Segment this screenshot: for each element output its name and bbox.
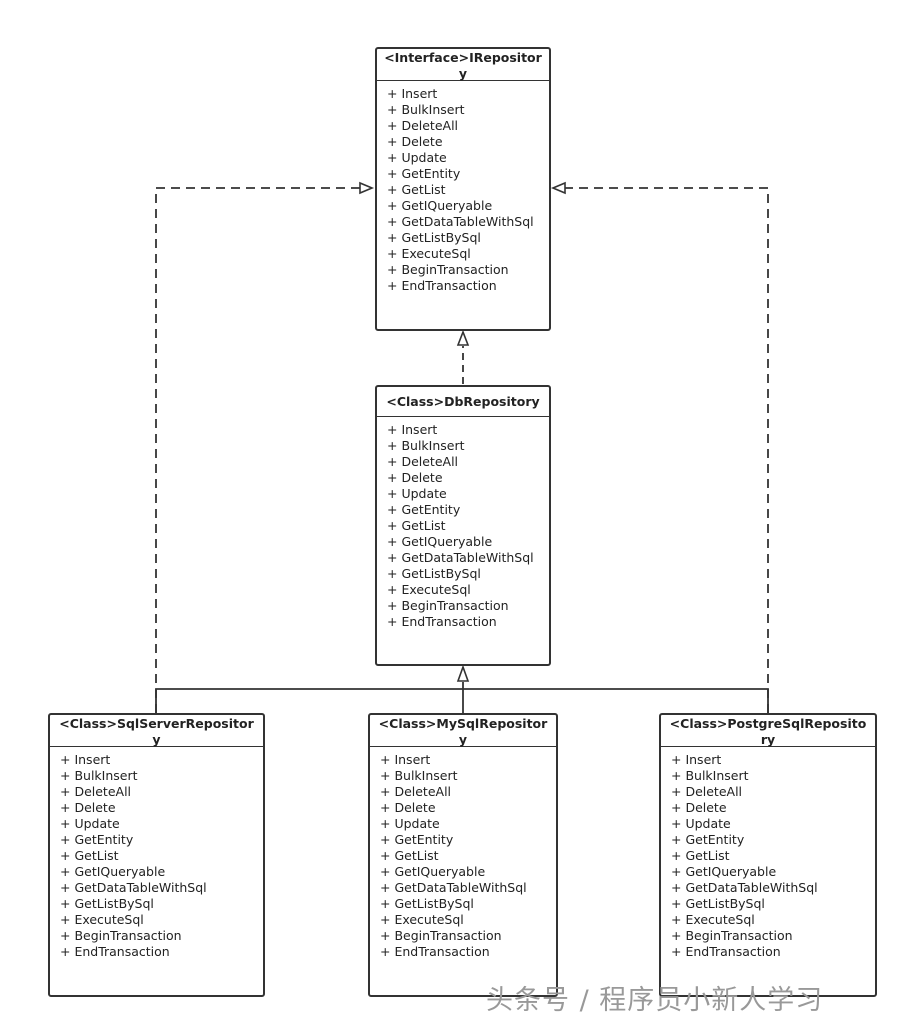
member-item: + ExecuteSql xyxy=(380,912,464,927)
member-item: + GetListBySql xyxy=(387,566,481,581)
class-title: <Class>DbRepository xyxy=(377,387,549,417)
watermark: 头条号 / 程序员小新人学习 xyxy=(486,985,824,1016)
member-item: + GetIQueryable xyxy=(380,864,486,879)
member-item: + EndTransaction xyxy=(60,944,170,959)
member-list: + Insert + BulkInsert + DeleteAll + Dele… xyxy=(661,747,875,960)
member-item: + GetDataTableWithSql xyxy=(387,550,534,565)
class-box-dbrepository: <Class>DbRepository + Insert + BulkInser… xyxy=(375,385,551,666)
member-item: + GetListBySql xyxy=(380,896,474,911)
member-item: + Insert xyxy=(387,422,438,437)
inheritance-arrowhead xyxy=(456,664,470,682)
member-item: + Delete xyxy=(387,470,443,485)
member-item: + Delete xyxy=(671,800,727,815)
member-item: + DeleteAll xyxy=(387,118,459,133)
member-item: + Insert xyxy=(60,752,111,767)
member-item: + GetEntity xyxy=(387,166,461,181)
member-item: + Insert xyxy=(671,752,722,767)
member-item: + DeleteAll xyxy=(671,784,743,799)
class-title: <Interface>IRepository xyxy=(377,49,549,81)
member-item: + DeleteAll xyxy=(387,454,459,469)
class-box-postgresqlrepository: <Class>PostgreSqlRepository + Insert + B… xyxy=(659,713,877,997)
member-item: + GetIQueryable xyxy=(387,198,493,213)
member-item: + Insert xyxy=(380,752,431,767)
member-item: + BeginTransaction xyxy=(387,598,509,613)
member-item: + BeginTransaction xyxy=(387,262,509,277)
member-item: + EndTransaction xyxy=(380,944,490,959)
member-item: + BeginTransaction xyxy=(380,928,502,943)
member-item: + EndTransaction xyxy=(387,278,497,293)
member-item: + Update xyxy=(387,150,447,165)
member-item: + GetListBySql xyxy=(387,230,481,245)
member-item: + Update xyxy=(380,816,440,831)
realization-line-postgresql xyxy=(565,187,769,713)
member-item: + Update xyxy=(671,816,731,831)
interface-box-irepository: <Interface>IRepository + Insert + BulkIn… xyxy=(375,47,551,331)
class-title: <Class>SqlServerRepository xyxy=(50,715,263,747)
member-item: + Update xyxy=(387,486,447,501)
member-item: + BeginTransaction xyxy=(60,928,182,943)
member-item: + BulkInsert xyxy=(380,768,458,783)
realization-arrowhead-left xyxy=(359,181,375,195)
member-item: + GetEntity xyxy=(671,832,745,847)
member-item: + GetIQueryable xyxy=(387,534,493,549)
member-item: + ExecuteSql xyxy=(671,912,755,927)
member-item: + Delete xyxy=(387,134,443,149)
inheritance-line-bus xyxy=(155,688,769,713)
member-item: + GetDataTableWithSql xyxy=(671,880,818,895)
member-item: + EndTransaction xyxy=(671,944,781,959)
member-item: + GetDataTableWithSql xyxy=(387,214,534,229)
member-item: + DeleteAll xyxy=(380,784,452,799)
member-item: + GetListBySql xyxy=(60,896,154,911)
member-item: + Update xyxy=(60,816,120,831)
class-title: <Class>PostgreSqlRepository xyxy=(661,715,875,747)
member-item: + ExecuteSql xyxy=(60,912,144,927)
member-item: + GetEntity xyxy=(60,832,134,847)
member-item: + BulkInsert xyxy=(60,768,138,783)
member-item: + GetList xyxy=(60,848,119,863)
member-item: + ExecuteSql xyxy=(387,582,471,597)
realization-arrowhead-center xyxy=(456,329,470,346)
member-item: + EndTransaction xyxy=(387,614,497,629)
member-item: + BulkInsert xyxy=(387,102,465,117)
member-item: + GetList xyxy=(387,518,446,533)
member-item: + BulkInsert xyxy=(671,768,749,783)
member-list: + Insert + BulkInsert + DeleteAll + Dele… xyxy=(377,417,549,630)
member-item: + GetList xyxy=(387,182,446,197)
class-title: <Class>MySqlRepository xyxy=(370,715,556,747)
member-item: + Insert xyxy=(387,86,438,101)
class-box-sqlserverrepository: <Class>SqlServerRepository + Insert + Bu… xyxy=(48,713,265,997)
member-item: + GetDataTableWithSql xyxy=(60,880,207,895)
member-item: + GetList xyxy=(671,848,730,863)
member-item: + GetEntity xyxy=(387,502,461,517)
realization-arrowhead-right xyxy=(550,181,566,195)
member-list: + Insert + BulkInsert + DeleteAll + Dele… xyxy=(377,81,549,294)
class-box-mysqlrepository: <Class>MySqlRepository + Insert + BulkIn… xyxy=(368,713,558,997)
member-item: + Delete xyxy=(60,800,116,815)
member-list: + Insert + BulkInsert + DeleteAll + Dele… xyxy=(50,747,263,960)
member-item: + Delete xyxy=(380,800,436,815)
member-item: + GetEntity xyxy=(380,832,454,847)
member-item: + DeleteAll xyxy=(60,784,132,799)
member-item: + GetIQueryable xyxy=(60,864,166,879)
member-item: + GetListBySql xyxy=(671,896,765,911)
member-item: + GetDataTableWithSql xyxy=(380,880,527,895)
member-item: + GetIQueryable xyxy=(671,864,777,879)
member-item: + BulkInsert xyxy=(387,438,465,453)
member-list: + Insert + BulkInsert + DeleteAll + Dele… xyxy=(370,747,556,960)
member-item: + GetList xyxy=(380,848,439,863)
member-item: + ExecuteSql xyxy=(387,246,471,261)
realization-line-sqlserver xyxy=(155,187,362,713)
member-item: + BeginTransaction xyxy=(671,928,793,943)
